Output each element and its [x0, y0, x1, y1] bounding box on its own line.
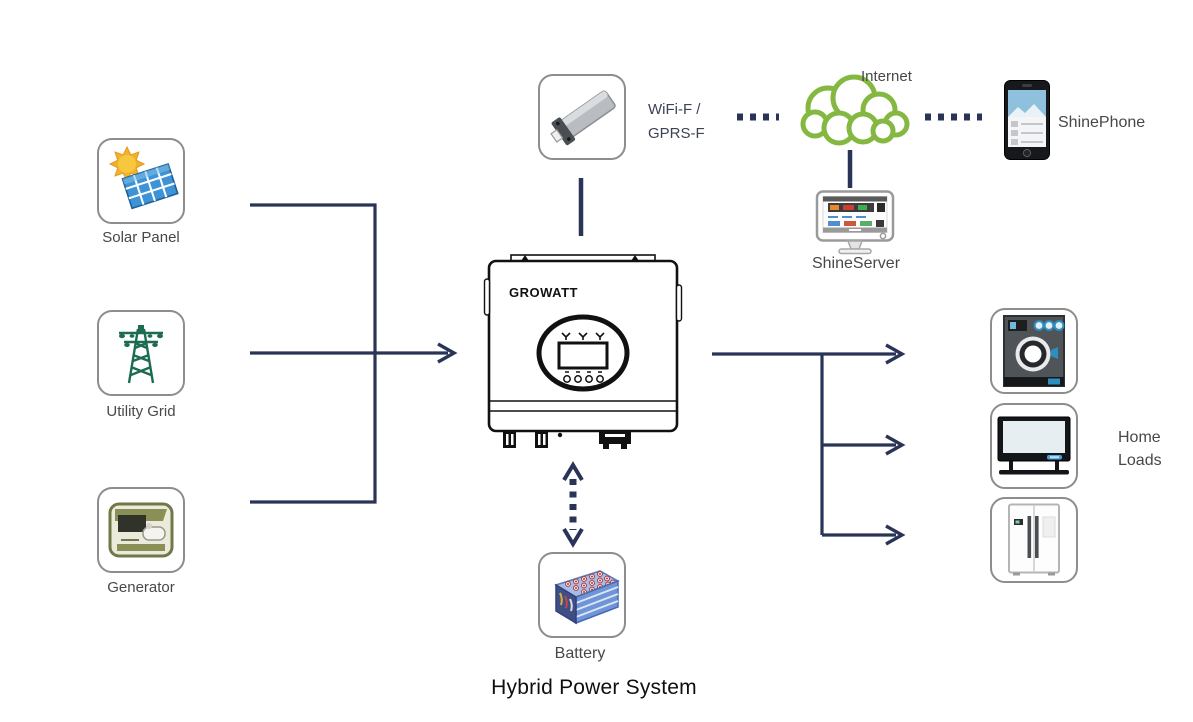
battery-arrow-up-head: [562, 461, 584, 482]
refrigerator-node: [990, 497, 1078, 583]
internet-label: Internet: [861, 68, 912, 85]
monitor-icon: [815, 190, 895, 255]
wifi-module-node: [538, 74, 626, 160]
inverter-input-arrowhead: [437, 342, 458, 364]
refrigerator-icon: [1008, 503, 1060, 576]
cloud-icon: [800, 74, 910, 146]
tv-node: [990, 403, 1078, 489]
wifi-module-label: WiFi-F / GPRS-F: [648, 98, 705, 146]
generator-icon: [108, 502, 174, 558]
battery-pack-icon: [554, 570, 620, 625]
utility-grid-node: [97, 310, 185, 396]
washer-arrowhead: [885, 343, 906, 365]
home-loads-label: Home Loads: [1118, 426, 1162, 472]
generator-label: Generator: [107, 579, 175, 596]
generator-node: [97, 487, 185, 573]
hybrid-inverter-icon: GROWATT: [483, 254, 683, 449]
shinephone-label: ShinePhone: [1058, 114, 1146, 131]
wifi-gprs-dongle-icon: [550, 90, 616, 146]
wifi-module-label-line2: GPRS-F: [648, 125, 705, 142]
washing-machine-node: [990, 308, 1078, 394]
tv-arrowhead: [885, 434, 906, 456]
utility-grid-label: Utility Grid: [106, 403, 176, 420]
wifi-module-label-line1: WiFi-F /: [648, 101, 701, 118]
battery-node: [538, 552, 626, 638]
solar-panel-node: [97, 138, 185, 224]
home-loads-label-line1: Home: [1118, 429, 1161, 446]
battery-arrow-down-head: [562, 527, 584, 548]
solar-panel-label: Solar Panel: [102, 229, 180, 246]
diagram-title: Hybrid Power System: [491, 676, 697, 699]
home-loads-label-line2: Loads: [1118, 452, 1162, 469]
shineserver-label: ShineServer: [811, 255, 901, 272]
inverter-brand-text: GROWATT: [509, 285, 578, 300]
utility-grid-icon: [119, 325, 163, 384]
smartphone-icon: [1004, 80, 1050, 160]
fridge-arrowhead: [885, 524, 906, 546]
washing-machine-icon: [1003, 315, 1065, 387]
battery-label: Battery: [554, 645, 606, 662]
solar-panel-icon: [108, 145, 179, 210]
tv-icon: [997, 416, 1071, 475]
